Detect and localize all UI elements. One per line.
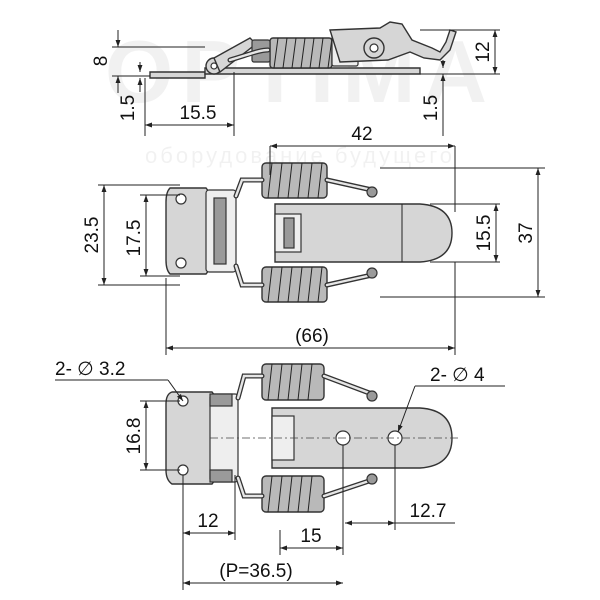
- dim-bot-hook-hole-to-edge: 12.7: [410, 501, 447, 522]
- latch-plan-view: [165, 162, 453, 303]
- dim-mid-overall-length: (66): [295, 326, 329, 347]
- dim-mid-total-height: 37: [516, 222, 537, 243]
- dim-mid-hook-width: 15.5: [474, 215, 495, 252]
- dim-top-thickness-left: 1.5: [118, 95, 139, 121]
- dim-bot-base-hole-to-pivot: 12: [197, 511, 218, 532]
- top-dimension-lines: [112, 29, 500, 136]
- dim-top-hook-offset: 15.5: [180, 103, 217, 124]
- dim-mid-base-height-outer: 23.5: [82, 217, 103, 254]
- dim-top-height-right: 12: [473, 41, 494, 62]
- dim-bot-pitch: (P=36.5): [219, 561, 292, 582]
- latch-side-view: [149, 21, 457, 79]
- dim-top-height-left: 8: [91, 56, 112, 67]
- dim-bot-hook-holes: 2- ∅ 4: [430, 365, 485, 386]
- dim-mid-base-height-inner: 17.5: [124, 220, 145, 257]
- dim-top-thickness-right: 1.5: [421, 95, 442, 121]
- dim-bot-base-hole-pitch: 16.8: [124, 418, 145, 455]
- bot-dimension-lines: [55, 379, 505, 590]
- latch-bottom-view: [165, 363, 460, 513]
- mid-dimension-lines: [98, 143, 545, 355]
- dim-bot-hook-hole-pitch: 15: [300, 526, 321, 547]
- dim-mid-reach: 42: [351, 124, 372, 145]
- dim-bot-base-holes: 2- ∅ 3.2: [55, 359, 125, 380]
